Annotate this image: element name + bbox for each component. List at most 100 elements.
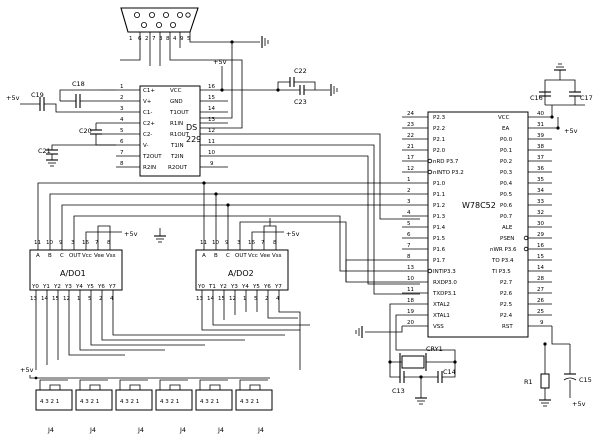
mcu-pin-num: 10 bbox=[407, 276, 414, 282]
adc-pin-name: Vss bbox=[106, 253, 116, 259]
ds229-pin-name: T2OUT bbox=[142, 154, 162, 160]
mcu-pin-name: P2.6 bbox=[500, 291, 513, 297]
mcu-pin-name: ALE bbox=[502, 225, 513, 231]
adc-pin-name: A bbox=[36, 253, 40, 259]
mcu-left-pins: 24 23 22 21 17 12 1 2 3 4 5 6 7 8 13 10 … bbox=[402, 111, 464, 330]
connector-label: J4 bbox=[47, 426, 54, 434]
mcu-pin-name: TXDP3.1 bbox=[432, 291, 456, 297]
mcu-pin-num: 4 bbox=[407, 210, 411, 216]
adc-pin-num: 12 bbox=[229, 296, 236, 302]
mcu-pin-num: 19 bbox=[407, 309, 414, 315]
adc-pin-num: 3 bbox=[71, 240, 75, 246]
adc-pin-name: Y1 bbox=[42, 284, 50, 290]
adc-pin-name: B bbox=[48, 253, 52, 259]
ds229-pin-num: 3 bbox=[120, 106, 124, 112]
mcu-pin-name: EA bbox=[502, 126, 509, 132]
connector-label: J4 bbox=[89, 426, 96, 434]
connector-row: 4 3 2 1 J4 4 3 2 1 J4 4 3 2 1 J4 4 3 2 1… bbox=[35, 379, 273, 434]
adc-pin-name: B bbox=[214, 253, 218, 259]
mcu-pin-name: P0.1 bbox=[500, 148, 512, 154]
adc-pin-name: C bbox=[226, 253, 230, 259]
mcu-pin-num: 6 bbox=[407, 232, 411, 238]
adc-pin-num: 7 bbox=[261, 240, 265, 246]
adc-pin-num: 9 bbox=[225, 240, 229, 246]
adc-pin-num: 2 bbox=[99, 296, 103, 302]
db9-pin: 2 bbox=[145, 36, 149, 42]
mcu-pin-num: 8 bbox=[407, 254, 411, 260]
db9-pin: 9 bbox=[180, 36, 184, 42]
adc-pin-name: Vcc bbox=[248, 253, 258, 259]
adc-ad01: A/DO1 A B C OUT Vcc Vee Vss 11 10 9 3 16… bbox=[29, 236, 123, 305]
adc-pin-name: OUT bbox=[235, 253, 247, 259]
plus5v-label: +5v bbox=[213, 58, 227, 66]
cap-label: C14 bbox=[443, 368, 456, 376]
adc-pin-num: 8 bbox=[273, 240, 277, 246]
ground-icon bbox=[554, 63, 566, 71]
mcu-pin-name: nRD P3.7 bbox=[433, 159, 459, 165]
mcu-pin-name: P0.3 bbox=[500, 170, 513, 176]
mcu-name: W78C52 bbox=[462, 201, 496, 210]
ground-icon bbox=[46, 159, 58, 167]
mcu-pin-num: 35 bbox=[537, 177, 544, 183]
connector-label: J4 bbox=[179, 426, 186, 434]
ds229-pin-name: T1IN bbox=[170, 143, 184, 149]
mcu-pin-num: 18 bbox=[407, 298, 414, 304]
ds229-pin-name: R1IN bbox=[170, 121, 183, 127]
adc-pin-name: Y0 bbox=[31, 284, 39, 290]
ground-icon bbox=[539, 399, 551, 407]
db9-pin: 4 bbox=[173, 36, 177, 42]
mcu-pin-num: 26 bbox=[537, 298, 544, 304]
cap-label: C18 bbox=[72, 80, 85, 88]
mcu-right-pins: VCC EA P0.0 P0.1 P0.2 P0.3 P0.4 P0.5 P0.… bbox=[490, 111, 552, 330]
mcu-pin-name: P1.6 bbox=[433, 247, 446, 253]
mcu-pin-name: TO P3.4 bbox=[491, 258, 514, 264]
ds229-pin-num: 2 bbox=[120, 95, 124, 101]
mcu-pin-name: P2.4 bbox=[500, 313, 513, 319]
ground-icon bbox=[355, 326, 363, 338]
adc-pin-num: 9 bbox=[59, 240, 63, 246]
adc-pin-name: Y7 bbox=[274, 284, 282, 290]
adc-pin-name: Vss bbox=[272, 253, 282, 259]
ds229-pin-num: 14 bbox=[208, 106, 215, 112]
mcu-pin-name: P2.2 bbox=[433, 126, 445, 132]
adc-pin-name: Vee bbox=[94, 253, 105, 259]
mcu-pin-num: 24 bbox=[407, 111, 414, 117]
mcu-pin-name: INTIP3.3 bbox=[433, 269, 456, 275]
ds229-pin-num: 9 bbox=[210, 161, 214, 167]
mcu-pin-num: 34 bbox=[537, 188, 544, 194]
adc-pin-num: 14 bbox=[41, 296, 48, 302]
ds229-pin-name: T2IN bbox=[170, 154, 184, 160]
ds229-pin-num: 13 bbox=[208, 117, 215, 123]
db9-pin: 3 bbox=[159, 36, 163, 42]
ds229-name: DS bbox=[186, 123, 197, 132]
connector-label: J4 bbox=[257, 426, 264, 434]
adc-pin-name: Y6 bbox=[263, 284, 271, 290]
mcu-pin-name: P1.5 bbox=[433, 236, 446, 242]
mcu-pin-name: VSS bbox=[433, 324, 444, 330]
mcu-pin-name: P1.2 bbox=[433, 203, 445, 209]
adc-pin-num: 14 bbox=[207, 296, 214, 302]
mcu-pin-name: P1.7 bbox=[433, 258, 446, 264]
ground-icon bbox=[154, 228, 166, 243]
mcu-pin-name: P0.0 bbox=[500, 137, 513, 143]
resistor-label: R1 bbox=[524, 378, 533, 386]
ds229-pin-num: 16 bbox=[208, 84, 215, 90]
mcu-pin-num: 32 bbox=[537, 210, 544, 216]
mcu-pin-num: 13 bbox=[407, 265, 414, 271]
adc-pin-num: 1 bbox=[77, 296, 81, 302]
mcu-pin-num: 29 bbox=[537, 232, 544, 238]
mcu-pin-num: 2 bbox=[407, 188, 411, 194]
adc-pin-name: Y4 bbox=[241, 284, 249, 290]
mcu-pin-name: P2.7 bbox=[500, 280, 513, 286]
mcu-pin-name: PSEN bbox=[500, 236, 514, 242]
mcu-pin-name: P1.4 bbox=[433, 225, 446, 231]
adc-pin-num: 3 bbox=[237, 240, 241, 246]
mcu-pin-num: 37 bbox=[537, 155, 544, 161]
adc-pin-name: Y3 bbox=[230, 284, 238, 290]
mcu-pin-num: 25 bbox=[537, 309, 544, 315]
ds229-pin-num: 5 bbox=[120, 128, 124, 134]
plus5v-label: +5v bbox=[124, 230, 138, 238]
mcu-pin-name: nINTO P3.2 bbox=[433, 170, 464, 176]
mcu-pin-name: P2.1 bbox=[433, 137, 445, 143]
adc-pin-num: 4 bbox=[110, 296, 114, 302]
